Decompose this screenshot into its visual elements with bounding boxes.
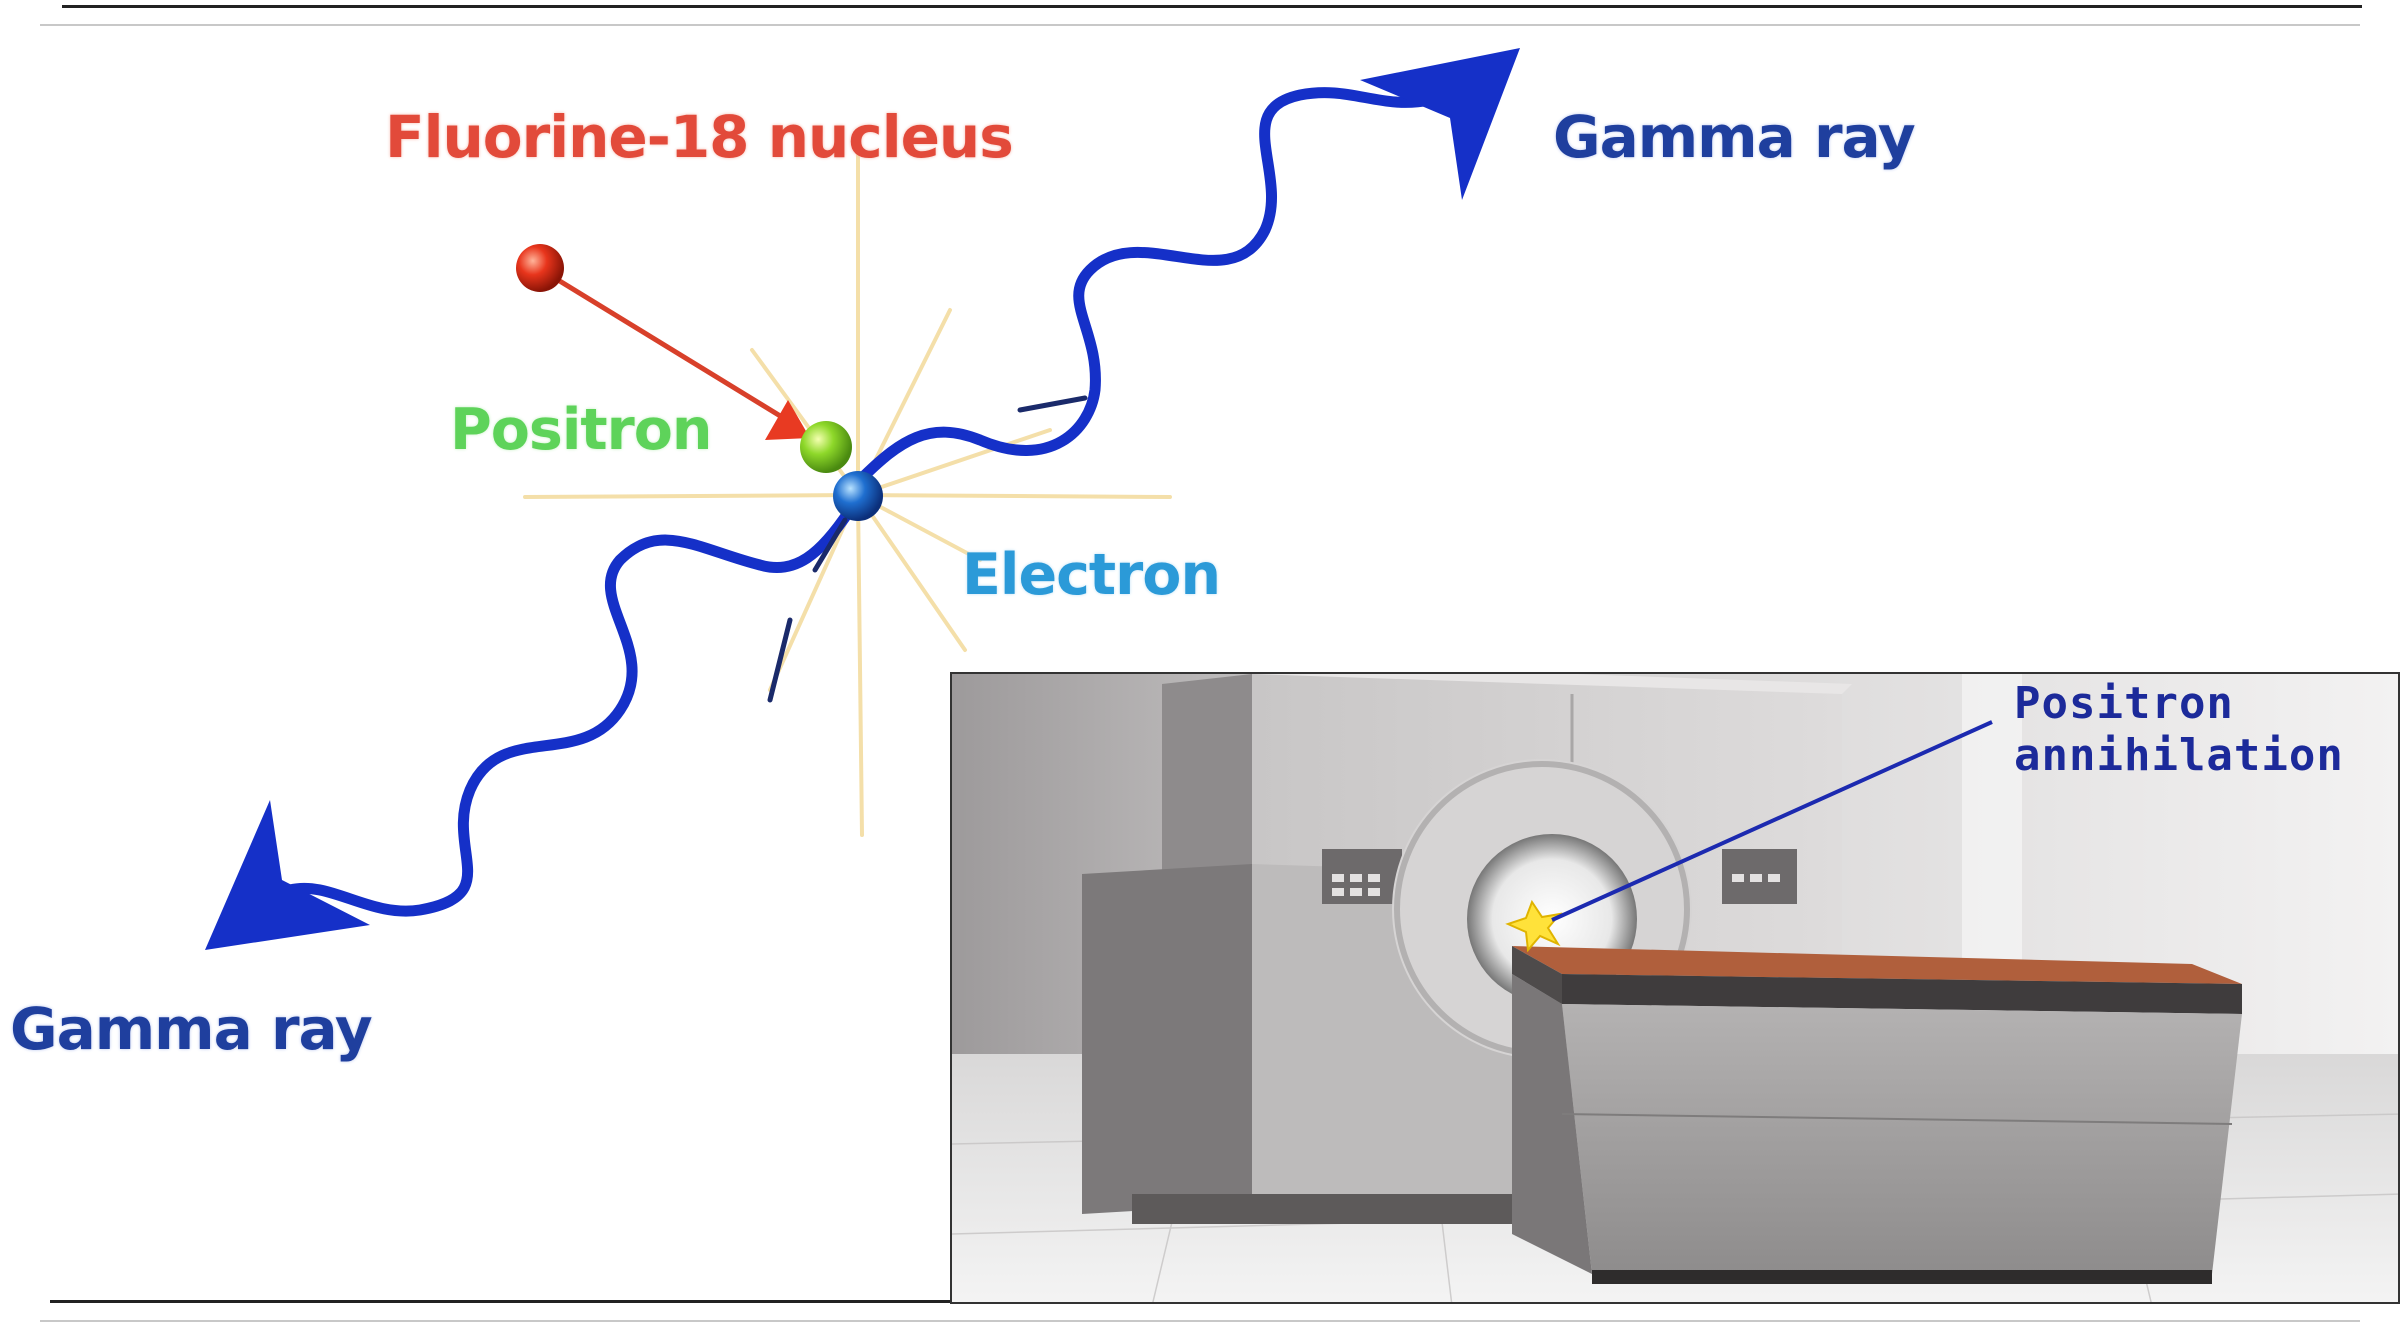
annihilation-pointer — [1551, 720, 1993, 922]
top-divider-light — [40, 24, 2360, 26]
annihilation-label-line1: Positron — [2014, 678, 2234, 729]
pet-scanner-illustration — [952, 674, 2398, 1302]
positron-label: Positron — [450, 397, 712, 463]
electron-label: Electron — [962, 542, 1221, 608]
annihilation-label-line2: annihilation — [2014, 730, 2344, 781]
blue-sphere-icon — [833, 471, 883, 521]
yellow-star-icon — [1505, 899, 1563, 953]
pet-scanner-photo: Positron annihilation — [950, 672, 2400, 1304]
gamma-ray-arrowhead-down — [205, 800, 370, 950]
decay-arrow — [543, 269, 797, 428]
starburst-icon — [523, 128, 1172, 837]
gamma-ray-wave-down — [284, 504, 856, 917]
vent-panel — [1322, 849, 1797, 904]
gamma-ray-label-top: Gamma ray — [1553, 103, 1916, 171]
top-divider — [62, 5, 2362, 8]
gamma-ray-label-bottom: Gamma ray — [10, 995, 373, 1063]
fluorine-nucleus-label: Fluorine-18 nucleus — [385, 103, 1014, 171]
gamma-ray-arrowhead-up — [1360, 48, 1520, 200]
gamma-ray-wave-up — [854, 87, 1436, 486]
decay-arrowhead — [765, 400, 810, 440]
green-sphere-icon — [800, 421, 852, 473]
particle-streaks — [767, 395, 1088, 703]
red-sphere-icon — [516, 244, 564, 292]
bottom-divider-light — [40, 1320, 2360, 1322]
positron-annihilation-label: Positron annihilation — [2014, 678, 2344, 782]
bottom-divider — [50, 1300, 950, 1303]
